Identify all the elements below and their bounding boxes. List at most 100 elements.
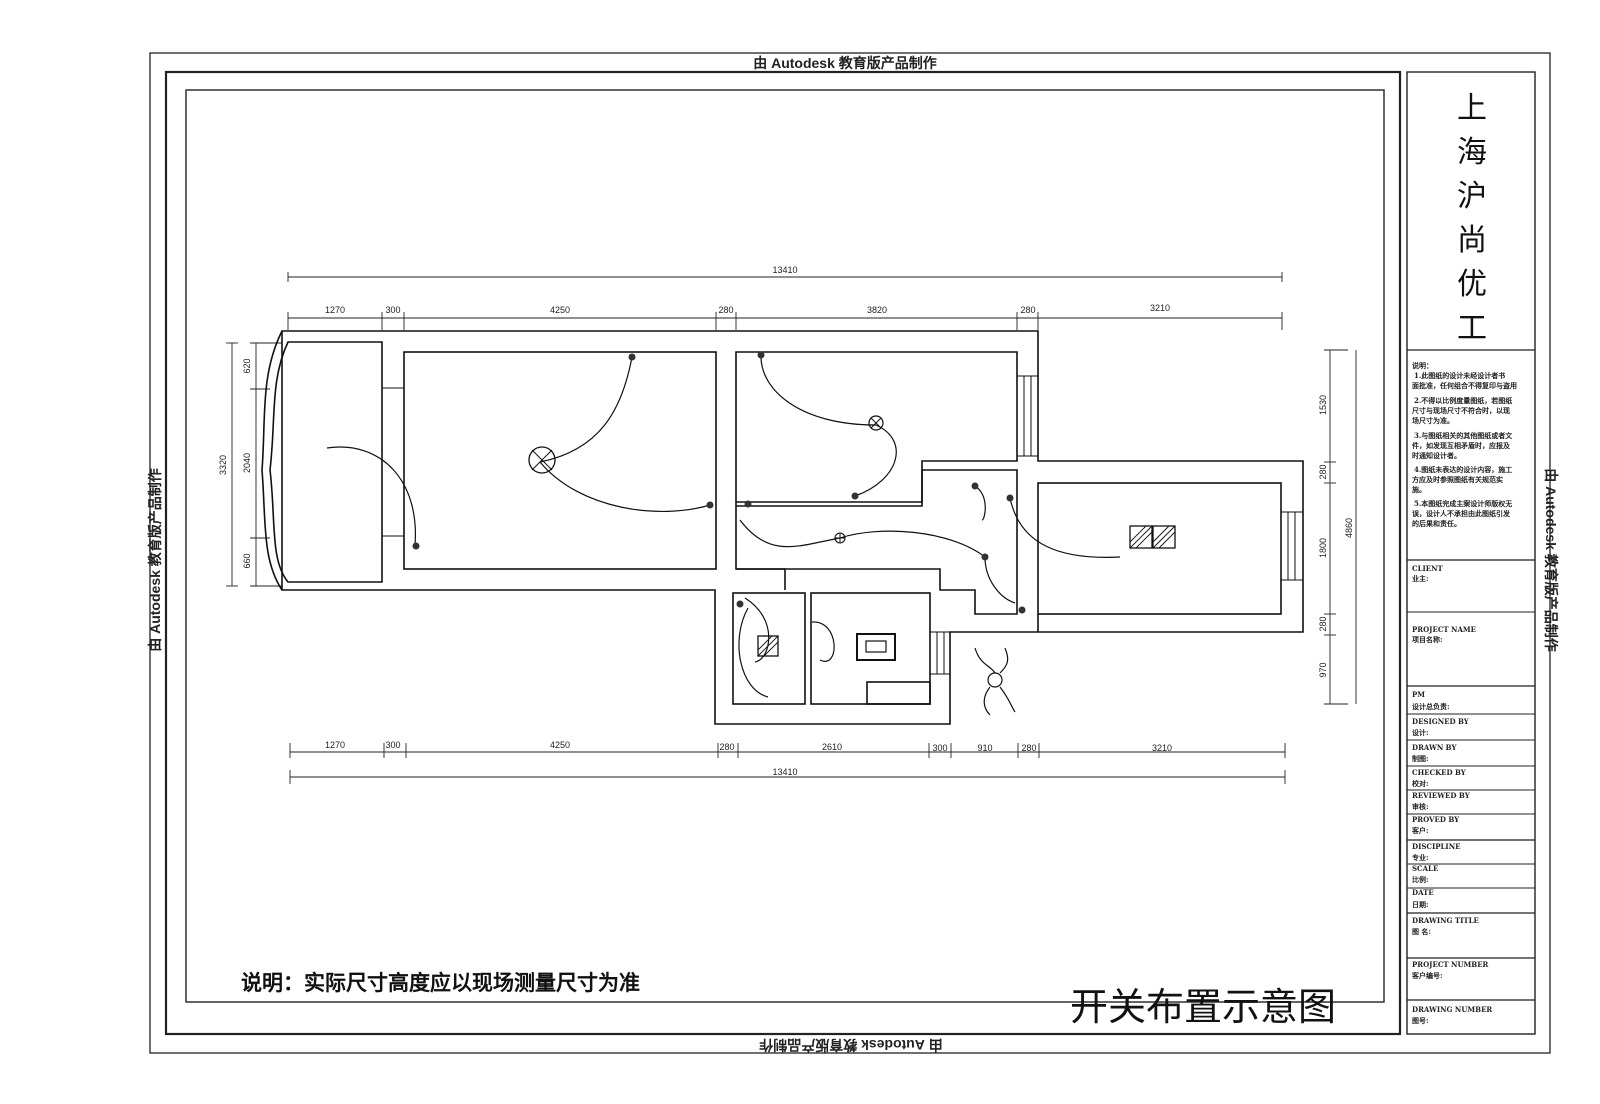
bathroom (732, 592, 806, 705)
drawing-title: 开关布置示意图 (1070, 985, 1336, 1029)
floor-plan (261, 330, 1304, 725)
svg-text:DRAWN BY: DRAWN BY (1412, 743, 1457, 752)
svg-text:业主:: 业主: (1412, 574, 1429, 583)
svg-text:910: 910 (977, 743, 992, 753)
title-block-fields: CLIENT 业主: PROJECT NAME 项目名称: PM 设计总负责: … (1407, 564, 1535, 1025)
dimension-labels: 13410 1270 300 4250 280 3820 280 3210 12… (218, 265, 1354, 777)
inner-frame (185, 89, 1385, 1003)
svg-text:2040: 2040 (242, 453, 252, 473)
svg-text:1530: 1530 (1318, 395, 1328, 415)
svg-text:PROJECT NAME: PROJECT NAME (1412, 625, 1476, 634)
ceiling-light-icon (528, 446, 556, 474)
svg-text:客户:: 客户: (1411, 826, 1429, 835)
svg-text:4250: 4250 (550, 740, 570, 750)
svg-text:4860: 4860 (1344, 518, 1354, 538)
svg-text:校对:: 校对: (1412, 779, 1429, 788)
svg-text:专业:: 专业: (1412, 853, 1429, 862)
svg-text:280: 280 (1318, 616, 1328, 631)
svg-text:2.不得以比例度量图纸，若图纸: 2.不得以比例度量图纸，若图纸 (1414, 396, 1512, 405)
svg-text:时通知设计者。: 时通知设计者。 (1412, 451, 1461, 460)
svg-text:DATE: DATE (1412, 888, 1434, 897)
svg-text:1270: 1270 (325, 305, 345, 315)
measurement-note: 说明：实际尺寸高度应以现场测量尺寸为准 (241, 971, 640, 995)
ceiling-light-icon (834, 532, 846, 544)
company-name: 上 海 沪 尚 优 工 (1457, 91, 1487, 346)
svg-text:300: 300 (385, 740, 400, 750)
svg-text:4250: 4250 (550, 305, 570, 315)
svg-text:CHECKED BY: CHECKED BY (1412, 768, 1467, 777)
svg-text:280: 280 (718, 305, 733, 315)
svg-text:件，如发现互相矛盾时，应报及: 件，如发现互相矛盾时，应报及 (1412, 441, 1511, 450)
svg-text:CLIENT: CLIENT (1412, 564, 1444, 573)
title-block-frame (1406, 71, 1536, 1035)
svg-text:DISCIPLINE: DISCIPLINE (1412, 842, 1460, 851)
border-frame (164, 70, 1402, 1036)
svg-text:13410: 13410 (772, 265, 797, 275)
svg-text:说明：: 说明： (1412, 361, 1433, 370)
svg-text:PROVED BY: PROVED BY (1412, 815, 1460, 824)
svg-text:图号:: 图号: (1412, 1016, 1429, 1025)
svg-text:方应及时参照图纸有关规范实: 方应及时参照图纸有关规范实 (1412, 475, 1503, 484)
svg-text:5.本图纸完成主案设计师版权无: 5.本图纸完成主案设计师版权无 (1414, 499, 1512, 508)
svg-text:比例:: 比例: (1412, 875, 1429, 884)
svg-text:沪: 沪 (1457, 179, 1487, 214)
svg-text:3820: 3820 (867, 305, 887, 315)
kitchen (810, 592, 931, 705)
title-block-notes: 说明： 1.此图纸的设计未经设计者书 面批准，任何组合不得复印与盗用 2.不得以… (1411, 361, 1517, 528)
svg-text:660: 660 (242, 553, 252, 568)
switch-points (412, 351, 1026, 614)
svg-text:3210: 3210 (1150, 303, 1170, 313)
svg-text:280: 280 (1021, 743, 1036, 753)
svg-text:客户编号:: 客户编号: (1411, 971, 1443, 980)
svg-text:DRAWING TITLE: DRAWING TITLE (1412, 916, 1479, 925)
svg-text:项目名称:: 项目名称: (1412, 635, 1443, 644)
ceiling-light-icon (868, 415, 884, 431)
svg-text:设计总负责:: 设计总负责: (1412, 702, 1450, 711)
svg-text:DRAWING NUMBER: DRAWING NUMBER (1412, 1005, 1492, 1014)
svg-text:面批准，任何组合不得复印与盗用: 面批准，任何组合不得复印与盗用 (1412, 381, 1517, 390)
svg-text:设计:: 设计: (1412, 728, 1429, 737)
kitchen-light-icon (856, 633, 896, 661)
outer-frame (149, 52, 1551, 1054)
svg-text:280: 280 (719, 742, 734, 752)
svg-text:DESIGNED BY: DESIGNED BY (1412, 717, 1470, 726)
svg-text:3320: 3320 (218, 455, 228, 475)
svg-text:海: 海 (1457, 135, 1487, 170)
svg-text:工: 工 (1457, 311, 1487, 346)
svg-text:尺寸与现场尺寸不符合时，以现: 尺寸与现场尺寸不符合时，以现 (1411, 406, 1510, 415)
svg-text:3.与图纸相关的其他图纸或者文: 3.与图纸相关的其他图纸或者文 (1414, 431, 1513, 440)
svg-text:970: 970 (1318, 662, 1328, 677)
svg-text:上: 上 (1457, 91, 1487, 126)
switch-wiring (326, 354, 1121, 698)
balcony-outer-curve (261, 330, 283, 591)
dimension-lines (226, 272, 1357, 784)
dining-room (735, 351, 1018, 503)
watermark-top: 由 Autodesk 教育版产品制作 (753, 55, 937, 71)
svg-text:误，设计人不承担由此图纸引发: 误，设计人不承担由此图纸引发 (1412, 509, 1511, 518)
living-room (403, 351, 717, 570)
svg-text:1800: 1800 (1318, 538, 1328, 558)
svg-text:13410: 13410 (772, 767, 797, 777)
balcony (269, 341, 383, 583)
svg-text:3210: 3210 (1152, 743, 1172, 753)
svg-text:2610: 2610 (822, 742, 842, 752)
person-icon (974, 647, 1016, 716)
svg-text:620: 620 (242, 358, 252, 373)
svg-text:280: 280 (1318, 464, 1328, 479)
svg-text:施。: 施。 (1412, 485, 1426, 494)
svg-text:SCALE: SCALE (1412, 864, 1438, 873)
svg-text:尚: 尚 (1457, 223, 1487, 258)
svg-text:PM: PM (1412, 690, 1425, 699)
svg-text:图 名:: 图 名: (1412, 927, 1431, 936)
svg-text:日期:: 日期: (1412, 900, 1429, 909)
watermark-left: 由 Autodesk 教育版产品制作 (147, 468, 163, 652)
svg-text:1270: 1270 (325, 740, 345, 750)
svg-text:制图:: 制图: (1412, 754, 1429, 763)
svg-text:审核:: 审核: (1412, 802, 1429, 811)
svg-text:场尺寸为准。: 场尺寸为准。 (1412, 416, 1454, 425)
svg-text:1.此图纸的设计未经设计者书: 1.此图纸的设计未经设计者书 (1414, 371, 1505, 380)
svg-text:4.图纸未表达的设计内容，施工: 4.图纸未表达的设计内容，施工 (1414, 465, 1512, 474)
svg-text:300: 300 (385, 305, 400, 315)
fixtures (412, 351, 1176, 716)
